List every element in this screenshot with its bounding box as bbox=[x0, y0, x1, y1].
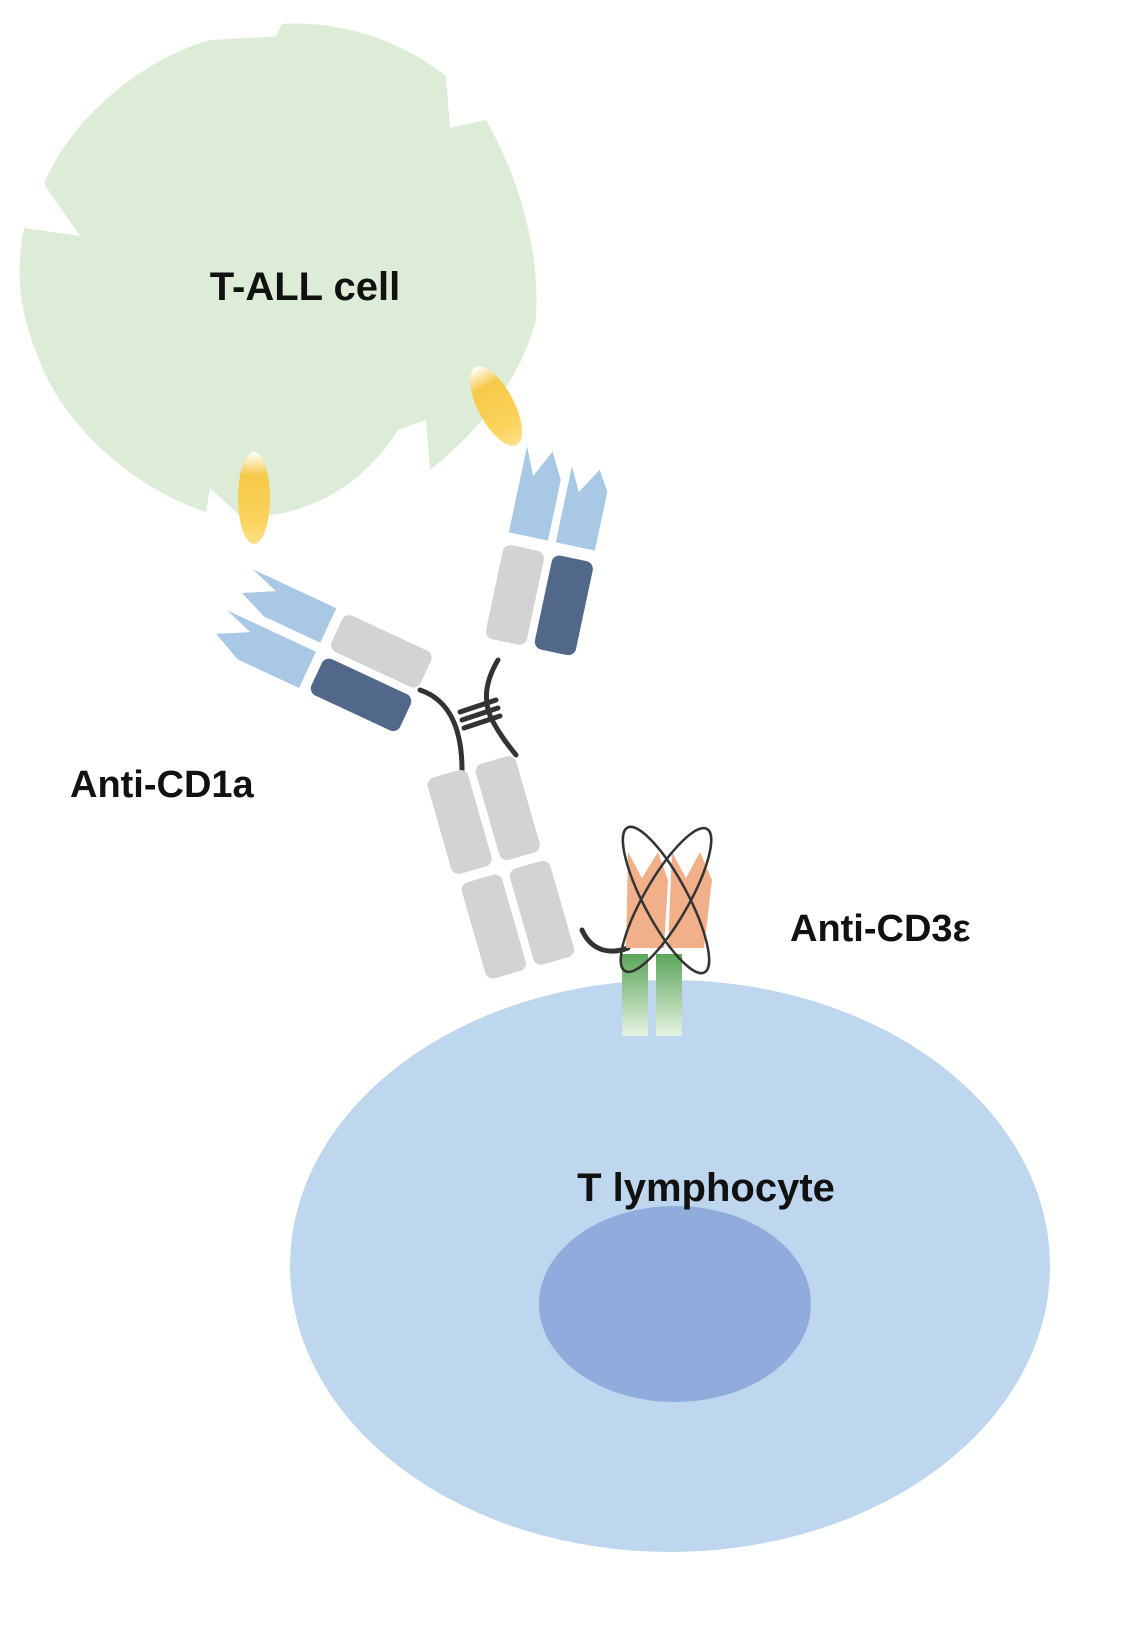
fab-upper-ch1-domain bbox=[485, 545, 544, 645]
fab-left-vh-domain bbox=[241, 569, 337, 643]
fc-ch3-left bbox=[461, 874, 526, 979]
fab-left-ch1-domain bbox=[331, 615, 432, 688]
cd1a-antigen-right bbox=[469, 366, 523, 446]
cd3-receptor-bar-right bbox=[656, 954, 682, 1036]
fc-region bbox=[427, 756, 574, 979]
t-lymphocyte-nucleus bbox=[539, 1206, 811, 1402]
fc-ch2-right bbox=[475, 756, 540, 861]
fab-upper-vh-domain bbox=[508, 446, 561, 541]
label-anti-cd1a: Anti-CD1a bbox=[70, 764, 255, 806]
hinge-region bbox=[417, 657, 519, 773]
fc-ch2-left bbox=[427, 769, 492, 874]
fab-arm-upper bbox=[485, 446, 608, 656]
label-anti-cd3e: Anti-CD3ε bbox=[790, 908, 971, 950]
fab-arm-left bbox=[216, 569, 432, 732]
anti-cd3-domain-left bbox=[626, 852, 668, 948]
label-t-lymphocyte: T lymphocyte bbox=[577, 1166, 835, 1210]
fc-ch3-right bbox=[509, 860, 574, 965]
anti-cd3-scfv bbox=[619, 825, 713, 975]
label-tall-cell: T-ALL cell bbox=[210, 265, 400, 309]
fab-upper-vl-domain bbox=[555, 465, 608, 551]
tall-cell-body bbox=[19, 23, 537, 517]
fab-left-vl-domain bbox=[216, 610, 317, 689]
cd3-receptor-bar-left bbox=[622, 954, 648, 1036]
cd1a-antigen-left bbox=[238, 452, 270, 544]
fab-left-cl-domain bbox=[310, 658, 412, 732]
fab-upper-cl-domain bbox=[534, 555, 593, 656]
